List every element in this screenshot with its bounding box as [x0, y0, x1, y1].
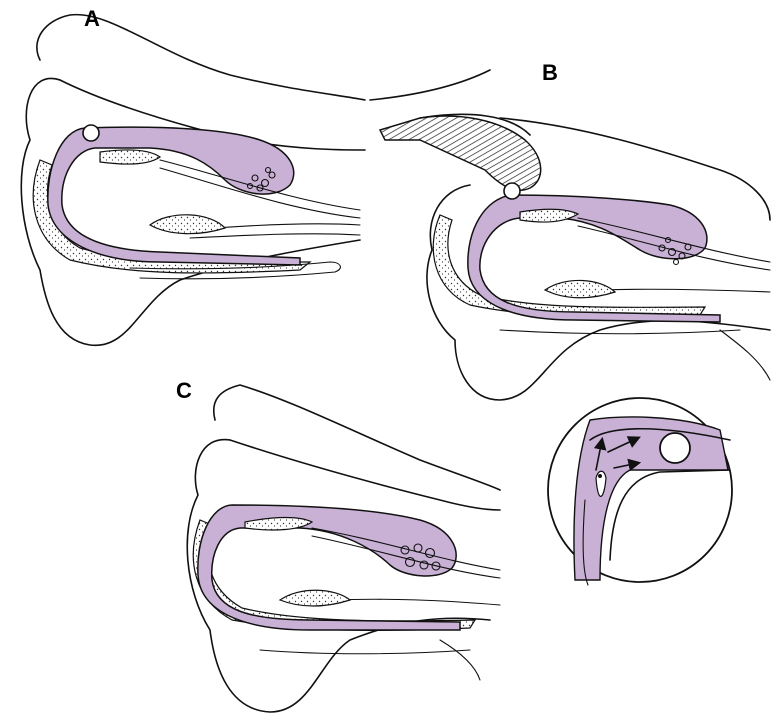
panel-label-a: A	[84, 8, 100, 30]
panel-b-drawing	[370, 70, 770, 400]
panel-c-drawing	[187, 385, 500, 712]
finger-icon	[380, 114, 541, 190]
panel-label-c: C	[176, 380, 192, 402]
panel-a-drawing	[21, 15, 365, 346]
panel-label-b: B	[542, 62, 558, 84]
inset-detail	[548, 398, 732, 585]
